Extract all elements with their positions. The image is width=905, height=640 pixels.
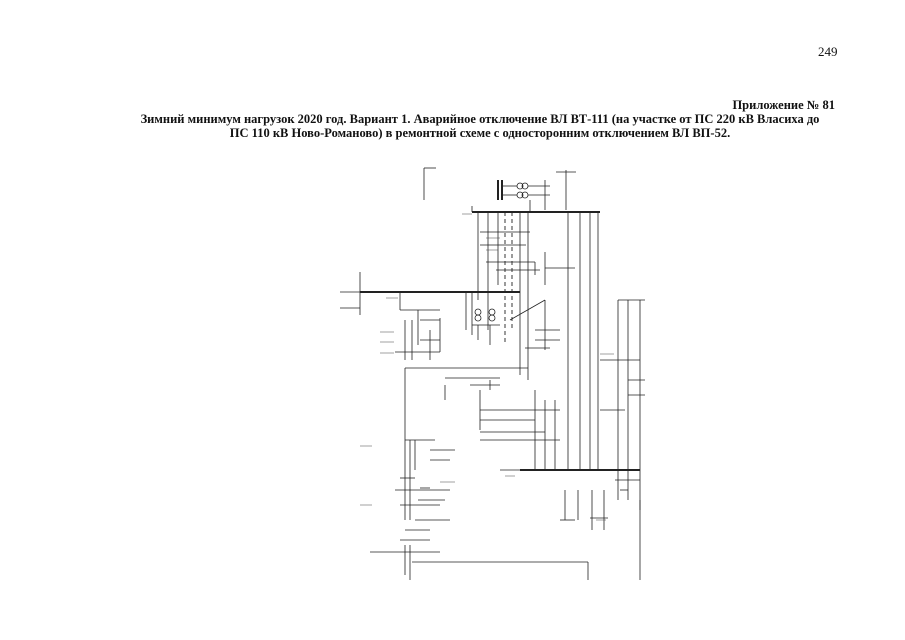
upper-cluster-ties [480, 231, 575, 285]
page-title: Зимний минимум нагрузок 2020 год. Вариан… [120, 112, 840, 140]
appendix-label: Приложение № 81 [732, 98, 835, 112]
left-branch-line [340, 272, 520, 335]
page-number: 249 [818, 44, 838, 59]
central-loop [404, 367, 528, 440]
feeders-from-main-bus [477, 212, 599, 470]
lower-left-chain [370, 439, 455, 580]
top-substation [423, 167, 576, 212]
label-marks [360, 213, 614, 521]
middle-transformers [472, 308, 500, 345]
title-line-2: ПС 110 кВ Ново-Романово) в ремонтной схе… [229, 126, 731, 140]
lower-middle-substation [480, 390, 640, 471]
right-side-substation [600, 299, 645, 510]
middle-right-cluster [509, 299, 560, 350]
title-line-1: Зимний минимум нагрузок 2020 год. Вариан… [140, 112, 820, 126]
left-substation-column [395, 310, 441, 360]
bottom-lines [412, 490, 641, 580]
main-busbar-220 [471, 206, 600, 213]
